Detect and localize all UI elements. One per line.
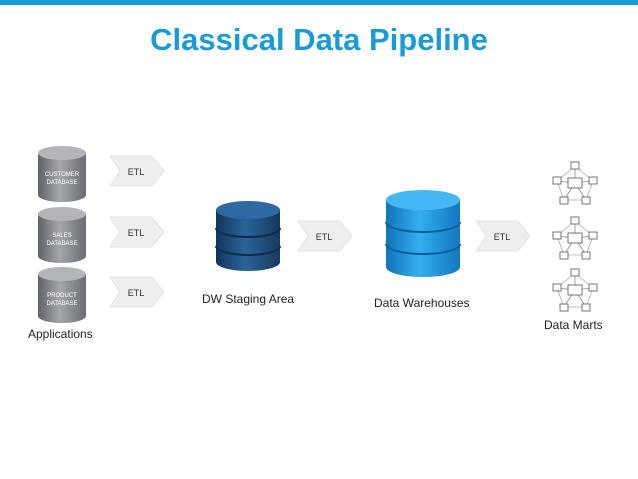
source-label-line1: CUSTOMER xyxy=(45,172,80,178)
etl-label: ETL xyxy=(494,232,511,242)
top-accent-bar xyxy=(0,0,638,5)
etl-label: ETL xyxy=(128,228,145,238)
etl-label: ETL xyxy=(128,167,145,177)
warehouse-database-icon xyxy=(385,190,461,277)
etl-arrow: ETL xyxy=(109,216,165,248)
data-mart-icon xyxy=(552,268,598,312)
data-mart-icon xyxy=(552,161,598,205)
staging-database-icon xyxy=(215,201,281,271)
staging-label: DW Staging Area xyxy=(202,292,295,306)
product-database-icon: PRODUCT DATABASE xyxy=(38,267,86,323)
etl-arrow: ETL xyxy=(475,220,531,252)
etl-arrow: ETL xyxy=(109,276,165,308)
sales-database-icon: SALES DATABASE xyxy=(38,207,86,263)
data-mart-icon xyxy=(552,216,598,260)
slide-title: Classical Data Pipeline xyxy=(150,22,488,57)
etl-arrow: ETL xyxy=(297,220,353,252)
source-label-line2: DATABASE xyxy=(46,180,77,186)
source-label-line2: DATABASE xyxy=(46,301,77,307)
etl-arrow: ETL xyxy=(109,155,165,187)
source-label-line2: DATABASE xyxy=(46,241,77,247)
source-label-line1: SALES xyxy=(52,233,71,239)
customer-database-icon: CUSTOMER DATABASE xyxy=(38,146,86,202)
data-marts-label: Data Marts xyxy=(544,318,603,332)
warehouse-label: Data Warehouses xyxy=(374,296,470,310)
etl-label: ETL xyxy=(128,288,145,298)
applications-label: Applications xyxy=(28,327,93,341)
etl-label: ETL xyxy=(316,232,333,242)
source-label-line1: PRODUCT xyxy=(47,293,77,299)
